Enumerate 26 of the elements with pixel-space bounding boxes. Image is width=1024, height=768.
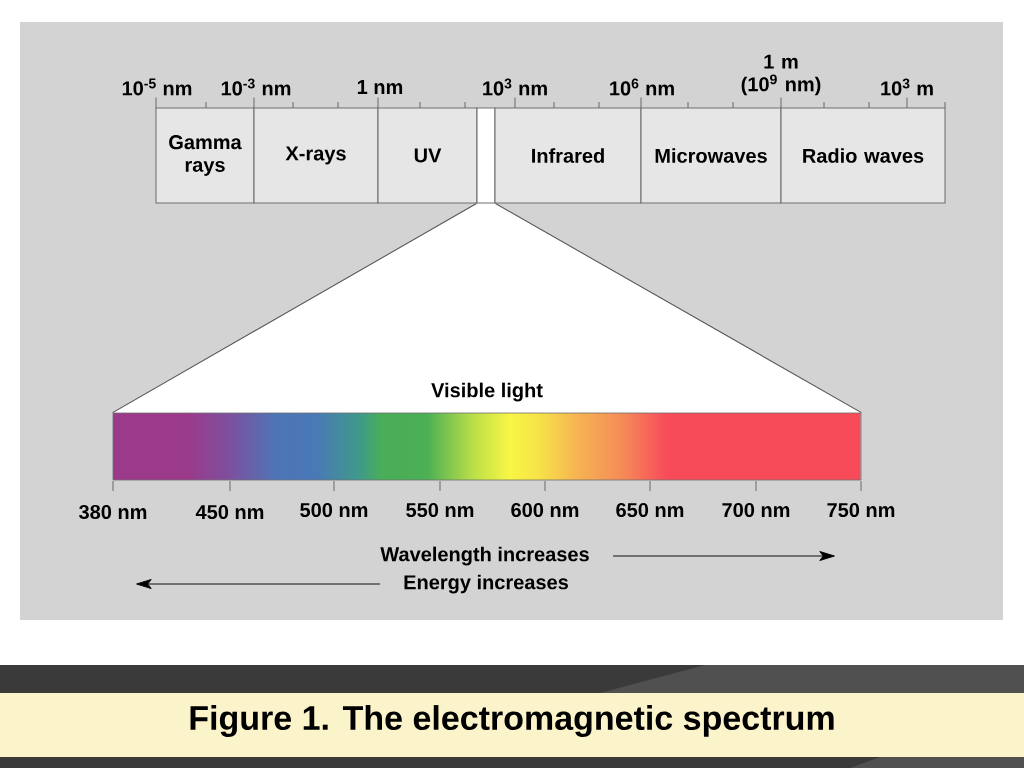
tick-label: 10$^{6}$ nm (610, 78, 674, 96)
tick-label: 750 nm (827, 502, 895, 518)
caption-banner: Figure 1. The electromagnetic spectrum (0, 693, 1024, 757)
tick-label: 380 nm (79, 504, 147, 520)
tick-label: 700 nm (722, 502, 790, 518)
band-box: Gamma rays (155, 107, 255, 204)
band-box: Radio waves (780, 107, 946, 204)
band-box: X-rays (253, 107, 379, 204)
band-box: UV (377, 107, 478, 204)
heading: Visible light (431, 382, 543, 402)
tick-label: 600 nm (511, 502, 579, 518)
tick-label: 500 nm (300, 502, 368, 518)
direction-label: Energy increases (404, 574, 568, 594)
tick-label: 10$^{-3}$ nm (221, 78, 291, 96)
tick-label: 1 nm (357, 80, 403, 94)
tick-label: 10$^{-5}$ nm (122, 78, 192, 96)
direction-label: Wavelength increases (380, 546, 589, 566)
tick-label: 650 nm (616, 502, 684, 518)
band-box: Infrared (494, 107, 642, 204)
tick-label: 450 nm (195, 504, 264, 520)
tick-label: 10$^{3}$ nm (483, 78, 547, 96)
tick-label: 550 nm (406, 502, 474, 518)
narrow-box (476, 107, 496, 204)
tick-label: 1 m (10$^{9}$ nm) (741, 54, 821, 96)
zoom-lines (112, 203, 862, 414)
band-box: Microwaves (640, 107, 782, 204)
